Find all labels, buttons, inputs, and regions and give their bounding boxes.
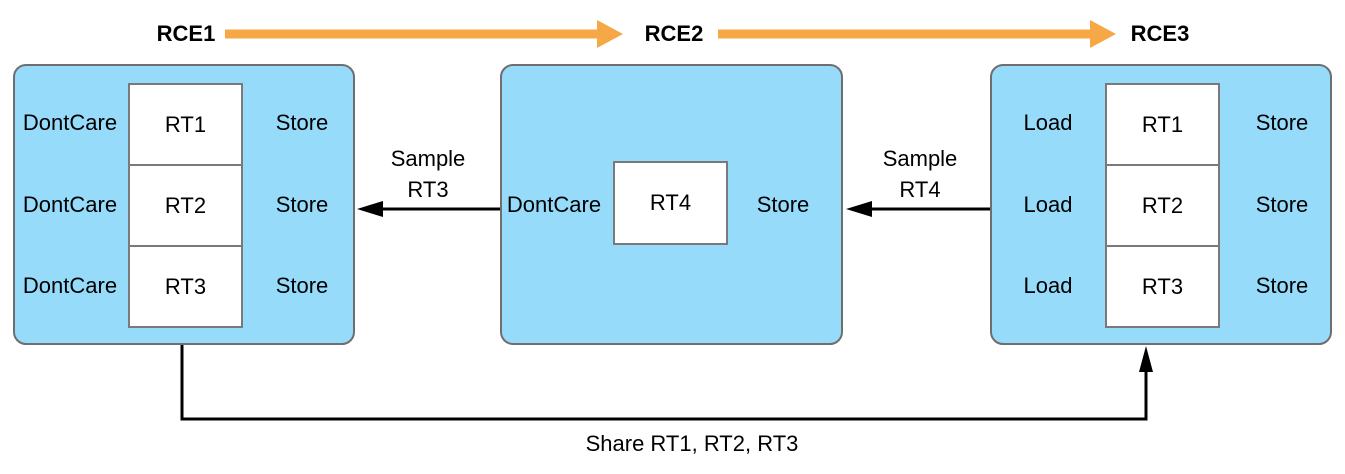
share-arrow-label: Share RT1, RT2, RT3 <box>585 431 799 456</box>
store-action-label: Store <box>1255 110 1309 135</box>
render-target-box: RT3 <box>130 245 241 326</box>
load-action-label: Load <box>1023 192 1073 217</box>
flow-arrow-rce2-rce3-icon <box>718 20 1116 48</box>
store-action-label: Store <box>1255 192 1309 217</box>
store-action-label: Store <box>756 192 810 217</box>
stage-title-rce3: RCE3 <box>1130 21 1190 46</box>
load-action-label: Load <box>1023 273 1073 298</box>
render-target-box: RT1 <box>164 111 207 137</box>
sample-rt3-arrow-icon <box>357 201 500 217</box>
store-action-label: Store <box>275 110 329 135</box>
render-target-box: RT2 <box>130 164 241 245</box>
load-action-label: DontCare <box>22 273 118 298</box>
sample-rt4-arrow-icon <box>846 201 990 217</box>
stage-title-rce2: RCE2 <box>644 21 704 46</box>
load-action-label: Load <box>1023 110 1073 135</box>
store-action-label: Store <box>275 192 329 217</box>
render-target-box: RT4 <box>613 161 728 245</box>
render-target-box: RT1 <box>1141 111 1184 137</box>
sample-rt3-label: Sample RT3 <box>358 143 498 205</box>
sample-rt3-label-line2: RT3 <box>407 177 449 202</box>
sample-rt4-label-line2: RT4 <box>899 177 941 202</box>
sample-rt3-label-line1: Sample <box>390 146 466 171</box>
share-arrow-icon <box>180 345 1153 421</box>
store-action-label: Store <box>275 273 329 298</box>
load-action-label: DontCare <box>22 192 118 217</box>
render-target-box: RT2 <box>1107 164 1218 245</box>
sample-rt4-label: Sample RT4 <box>850 143 990 205</box>
render-target-stack-rce3: RT1 RT2 RT3 <box>1105 83 1220 328</box>
load-action-label: DontCare <box>506 192 602 217</box>
store-action-label: Store <box>1255 273 1309 298</box>
flow-arrow-rce1-rce2-icon <box>225 20 623 48</box>
stage-title-rce1: RCE1 <box>156 21 216 46</box>
sample-rt4-label-line1: Sample <box>882 146 958 171</box>
render-target-box: RT3 <box>1107 245 1218 326</box>
render-target-stack-rce1: RT1 RT2 RT3 <box>128 83 243 328</box>
load-action-label: DontCare <box>22 110 118 135</box>
